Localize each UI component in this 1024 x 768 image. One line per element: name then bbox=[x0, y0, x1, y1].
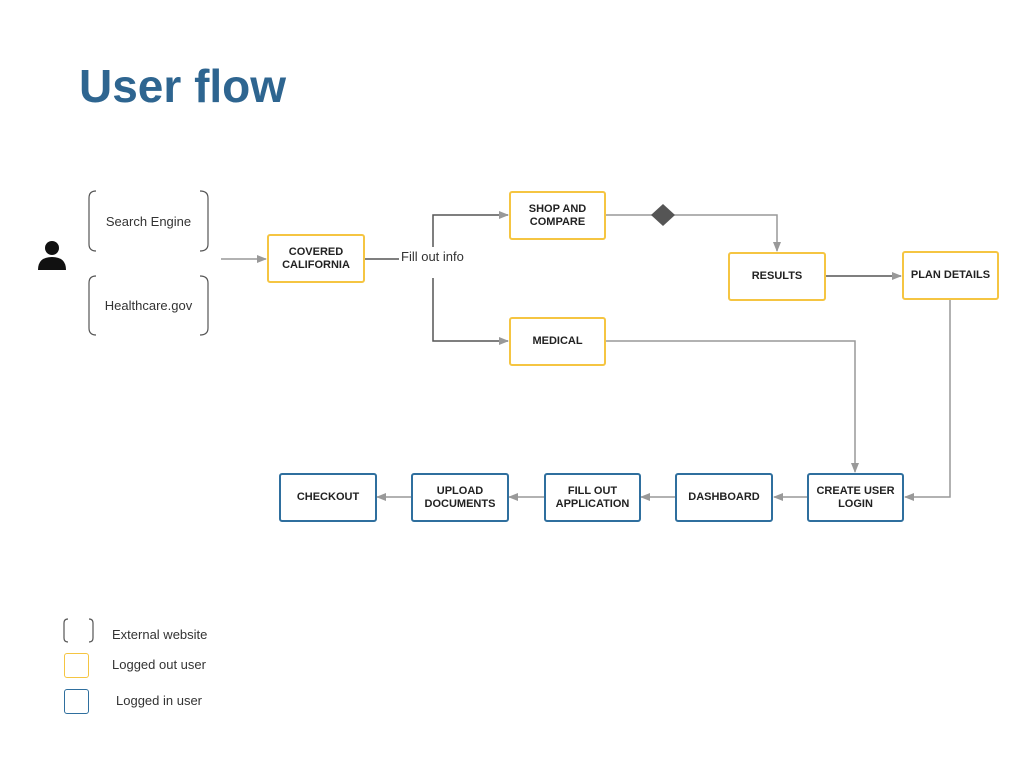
node-medical[interactable]: MEDICAL bbox=[509, 317, 606, 366]
node-create-user-login[interactable]: CREATE USER LOGIN bbox=[807, 473, 904, 522]
arrow-to-shop-and-compare bbox=[432, 211, 509, 247]
user-icon bbox=[38, 241, 66, 270]
node-results[interactable]: RESULTS bbox=[728, 252, 826, 301]
edge-label-fill-out-info: Fill out info bbox=[401, 249, 464, 264]
node-upload-documents[interactable]: UPLOAD DOCUMENTS bbox=[411, 473, 509, 522]
node-fill-out-application[interactable]: FILL OUT APPLICATION bbox=[544, 473, 641, 522]
legend-label-external: External website bbox=[112, 627, 208, 642]
arrow-plan-details-to-create-login bbox=[904, 300, 951, 501]
arrow-medical-to-create-login bbox=[606, 340, 859, 473]
arrow-to-medical bbox=[432, 278, 509, 345]
node-checkout[interactable]: CHECKOUT bbox=[279, 473, 377, 522]
arrow-shop-to-results bbox=[606, 214, 781, 252]
node-covered-california[interactable]: COVERED CALIFORNIA bbox=[267, 234, 365, 283]
legend-label-logged-out: Logged out user bbox=[112, 657, 206, 672]
node-shop-and-compare[interactable]: SHOP AND COMPARE bbox=[509, 191, 606, 240]
external-site-healthcare-gov[interactable]: Healthcare.gov bbox=[104, 298, 193, 313]
legend-external-bracket bbox=[63, 618, 94, 643]
page-title: User flow bbox=[79, 60, 287, 112]
external-bracket-healthcare-gov bbox=[88, 275, 209, 336]
decision-diamond bbox=[651, 204, 675, 226]
legend-label-logged-in: Logged in user bbox=[116, 693, 203, 708]
legend-swatch-logged-in bbox=[64, 689, 89, 714]
external-site-search-engine[interactable]: Search Engine bbox=[105, 213, 192, 229]
external-bracket-search-engine bbox=[88, 190, 209, 252]
node-dashboard[interactable]: DASHBOARD bbox=[675, 473, 773, 522]
node-plan-details[interactable]: PLAN DETAILS bbox=[902, 251, 999, 300]
legend-swatch-logged-out bbox=[64, 653, 89, 678]
